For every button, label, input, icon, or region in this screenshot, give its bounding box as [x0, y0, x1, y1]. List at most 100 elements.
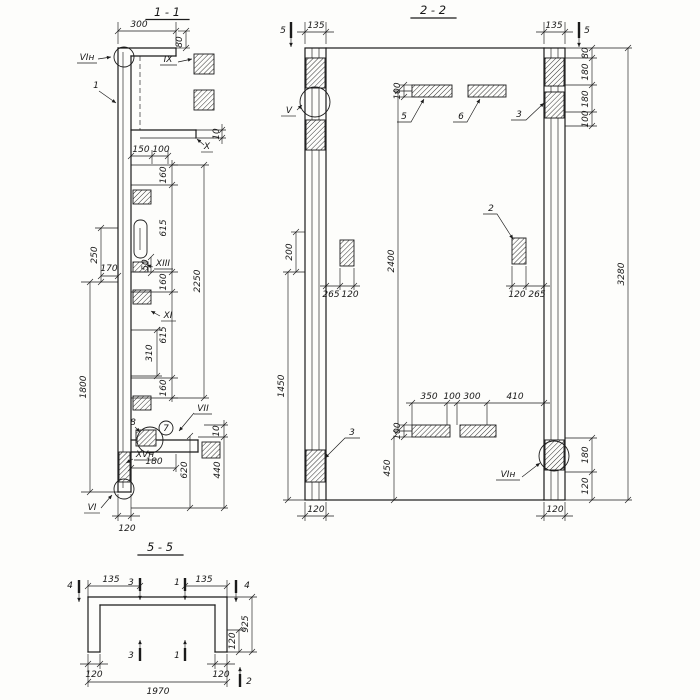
- rebar-zone: [132, 189, 152, 205]
- dim-1970: 1970: [147, 687, 170, 697]
- section-2-2-leaders: [296, 98, 545, 478]
- dim-615: 615: [159, 219, 169, 236]
- section-2-2-geometry: [304, 47, 566, 501]
- dim-135: 135: [102, 575, 119, 585]
- lifting-loop-slot: [133, 219, 148, 259]
- mark-pos6: 6: [458, 112, 464, 122]
- dim-200: 200: [285, 243, 295, 260]
- mark-vi-bottom: VI: [88, 503, 97, 513]
- dim-440: 440: [213, 461, 223, 478]
- dim-620: 620: [180, 461, 190, 478]
- dim-120: 120: [228, 632, 238, 649]
- detail-circle: [113, 478, 135, 500]
- dim-50: 50: [141, 259, 151, 271]
- dim-100: 100: [581, 110, 591, 127]
- dim-300: 300: [130, 20, 147, 30]
- dim-2400: 2400: [387, 249, 397, 272]
- dim-120: 120: [546, 505, 563, 515]
- section-5-5-title: 5 - 5: [147, 540, 173, 554]
- dim-100: 100: [443, 392, 460, 402]
- mark-xi: XI: [163, 311, 173, 321]
- rebar-zone: [132, 289, 152, 305]
- dim-450: 450: [383, 459, 393, 476]
- cut-mark-3: 3: [128, 651, 134, 661]
- rebar-zone: [544, 57, 565, 87]
- position-bubble: [158, 420, 174, 436]
- rebar-zone: [411, 84, 453, 98]
- section-1-1-title: 1 - 1: [154, 5, 180, 19]
- dim-310: 310: [145, 344, 155, 361]
- mark-vi-top: VIн: [80, 53, 95, 63]
- dim-10: 10: [212, 425, 222, 437]
- rebar-zone: [132, 395, 152, 411]
- mark-vi: VIн: [501, 470, 516, 480]
- section-1-1-leaders: [97, 55, 205, 509]
- dim-170: 170: [100, 264, 117, 274]
- rebar-zone: [305, 449, 326, 483]
- dim-350: 350: [420, 392, 437, 402]
- mark-x: X: [203, 142, 211, 152]
- dim-3280: 3280: [617, 262, 627, 285]
- dim-925: 925: [241, 615, 251, 632]
- cut-mark-5: 5: [280, 26, 286, 36]
- dim-2250: 2250: [193, 269, 203, 292]
- dim-100: 100: [393, 422, 403, 439]
- section-1-1: 1 - 1: [77, 5, 228, 534]
- mark-vii: VII: [197, 404, 209, 414]
- dim-135: 135: [195, 575, 212, 585]
- dim-120: 120: [85, 670, 102, 680]
- cut-mark-1: 1: [174, 578, 180, 588]
- section-1-1-dim-lines: [81, 22, 228, 521]
- section-5-5-geometry: [87, 596, 228, 653]
- dim-100: 100: [393, 82, 403, 99]
- dim-120: 120: [341, 290, 358, 300]
- mark-pos2: 2: [488, 204, 494, 214]
- dim-180: 180: [581, 63, 591, 80]
- dim-160: 160: [159, 166, 169, 183]
- dim-100: 100: [152, 145, 169, 155]
- dim-80: 80: [175, 36, 185, 48]
- rebar-zone: [118, 451, 131, 483]
- mark-pos1: 1: [93, 81, 99, 91]
- mark-pos8: 8: [130, 418, 136, 428]
- section-5-5-dim-lines: [80, 580, 257, 687]
- dim-120: 120: [118, 524, 135, 534]
- dim-120: 120: [581, 477, 591, 494]
- rebar-zone: [305, 119, 326, 151]
- dim-120: 120: [508, 290, 525, 300]
- section-5-5: 5 - 5: [67, 540, 257, 697]
- cut-mark-5: 5: [584, 26, 590, 36]
- cut-mark-2: 2: [246, 677, 252, 687]
- dim-180: 180: [581, 90, 591, 107]
- dim-410: 410: [506, 392, 523, 402]
- dim-265: 265: [528, 290, 545, 300]
- dim-135: 135: [307, 21, 324, 31]
- section-2-2: 2 - 2: [277, 3, 632, 521]
- rebar-zone: [511, 237, 527, 265]
- cut-mark-4: 4: [67, 581, 73, 591]
- dim-10: 10: [212, 128, 222, 140]
- detail-circle: [113, 46, 135, 68]
- rebar-zone: [411, 424, 451, 438]
- detail-circle: [299, 86, 331, 118]
- mark-pos5: 5: [401, 112, 407, 122]
- dim-150: 150: [132, 145, 149, 155]
- section-2-2-rebar: [305, 57, 565, 483]
- dim-120: 120: [307, 505, 324, 515]
- mark-xv: XVн: [135, 450, 154, 460]
- dim-180: 180: [581, 446, 591, 463]
- section-1-1-rebar: [118, 53, 221, 483]
- rebar-zone: [135, 429, 157, 447]
- cut-mark-3: 3: [128, 578, 134, 588]
- dim-160: 160: [159, 273, 169, 290]
- dim-135: 135: [545, 21, 562, 31]
- section-5-5-cut-marks: [77, 578, 242, 687]
- rebar-zone: [305, 57, 326, 89]
- dim-300: 300: [463, 392, 480, 402]
- rebar-zone: [193, 89, 215, 111]
- section-2-2-title: 2 - 2: [420, 3, 446, 17]
- mark-pos7: 7: [163, 424, 169, 434]
- section-2-2-dim-lines: [283, 22, 632, 521]
